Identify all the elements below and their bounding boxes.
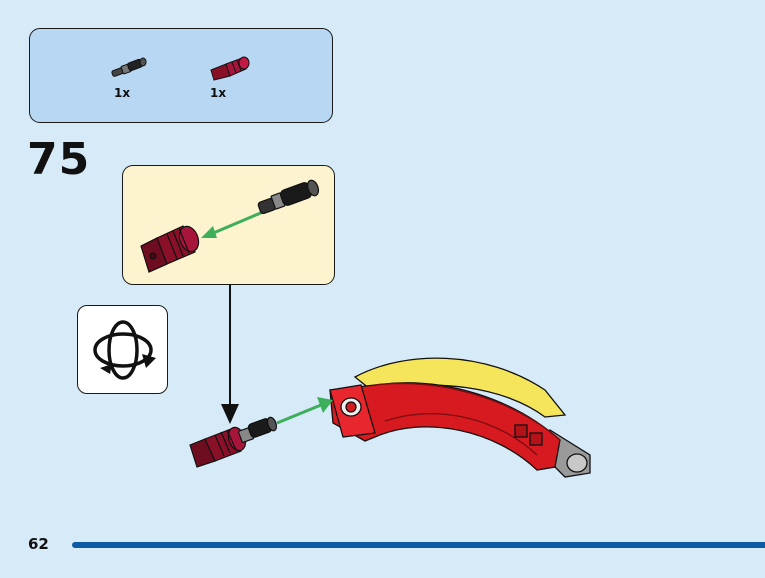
- rotate-model-box: [77, 305, 168, 394]
- sub-assembly-illustration: [140, 179, 320, 273]
- connector-with-pin-illustration: [189, 416, 278, 468]
- sub-assembly-callout: [122, 165, 335, 285]
- assembly-arrow-icon: [201, 210, 264, 238]
- axle-pin-illustration: [257, 179, 320, 215]
- connector-illustration: [140, 225, 200, 273]
- parts-list-box: 1x 1x: [29, 28, 333, 123]
- assembly-arrow-icon: [276, 397, 333, 425]
- page-number: 62: [28, 535, 49, 553]
- part-quantity: 1x: [210, 86, 227, 100]
- connector-part-icon: [210, 56, 250, 81]
- axle-pin-part-icon: [111, 57, 147, 77]
- footer-bar: [72, 542, 765, 548]
- part-quantity: 1x: [114, 86, 131, 100]
- main-model-illustration: [189, 357, 591, 478]
- step-number: 75: [27, 134, 91, 185]
- rotate-model-icon: [93, 320, 156, 380]
- callout-pointer-arrow: [221, 284, 239, 424]
